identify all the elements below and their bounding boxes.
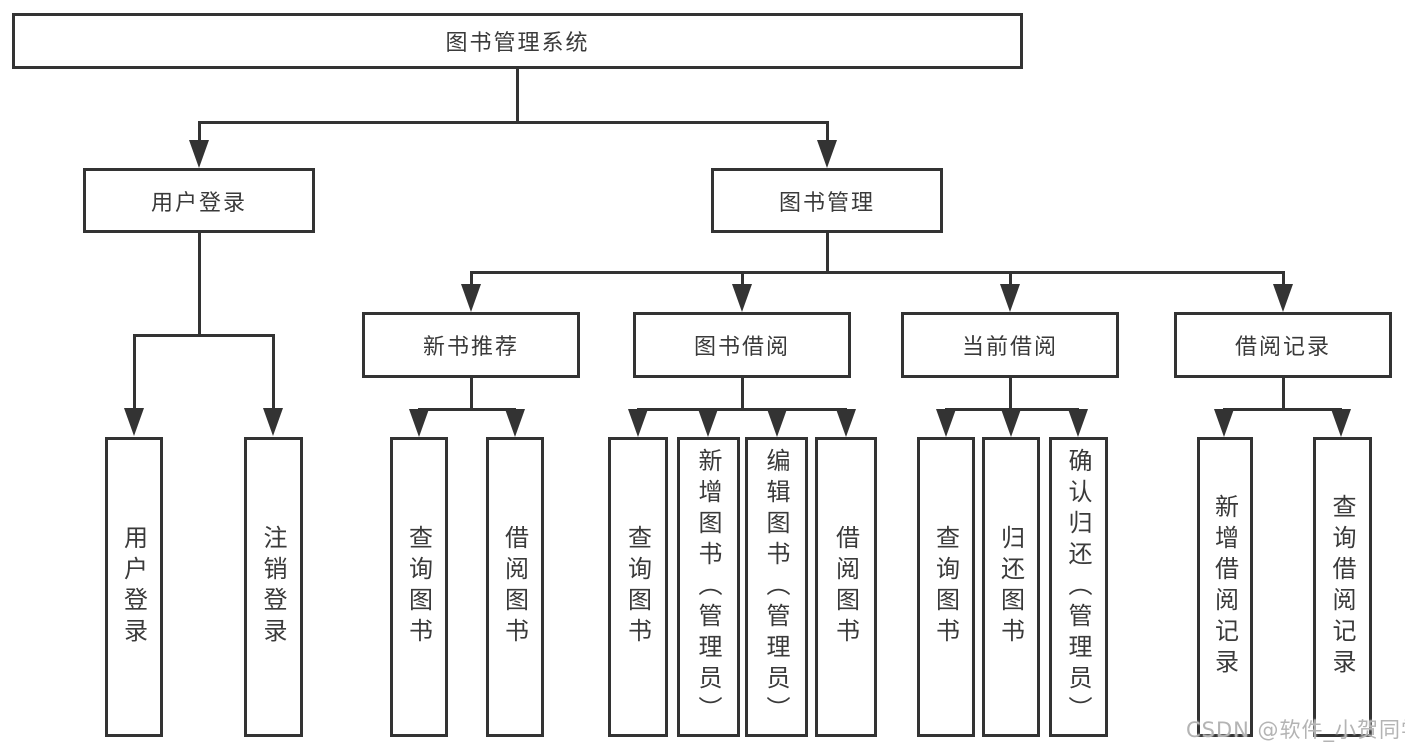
node-label: 借阅图书 bbox=[831, 525, 860, 649]
connector-line bbox=[198, 121, 828, 124]
node-label: 新增图书（管理员） bbox=[694, 447, 722, 727]
node-confirm-return-admin: 确认归还（管理员） bbox=[1049, 437, 1108, 737]
node-label: 查询借阅记录 bbox=[1328, 494, 1356, 680]
arrow-down-icon bbox=[628, 409, 648, 437]
node-label: 新增借阅记录 bbox=[1210, 494, 1239, 680]
node-return-book: 归还图书 bbox=[982, 437, 1040, 737]
node-edit-book-admin: 编辑图书（管理员） bbox=[745, 437, 808, 737]
node-label: 查询图书 bbox=[404, 525, 433, 649]
node-label: 图书管理系统 bbox=[445, 31, 590, 56]
connector-line bbox=[516, 69, 519, 122]
connector-line bbox=[470, 271, 473, 287]
node-label: 编辑图书（管理员） bbox=[762, 447, 790, 727]
watermark: CSDN @软件_小贺同学 bbox=[1186, 718, 1405, 742]
node-label: 借阅记录 bbox=[1234, 335, 1331, 360]
node-user-login-leaf: 用户登录 bbox=[105, 437, 163, 737]
node-label: 确认归还（管理员） bbox=[1064, 447, 1092, 727]
node-add-book-admin: 新增图书（管理员） bbox=[677, 437, 740, 737]
connector-line bbox=[826, 121, 829, 145]
connector-line bbox=[470, 378, 473, 410]
node-label: 归还图书 bbox=[996, 525, 1025, 649]
connector-line bbox=[1009, 271, 1012, 287]
node-label: 图书管理 bbox=[778, 190, 875, 216]
arrow-down-icon bbox=[189, 140, 209, 168]
node-new-book-recommend: 新书推荐 bbox=[362, 312, 580, 378]
node-rec-borrow-book: 借阅图书 bbox=[486, 437, 544, 737]
node-current-borrowing: 当前借阅 bbox=[901, 312, 1119, 378]
node-borrow-query-book: 查询图书 bbox=[608, 437, 668, 737]
node-label: 当前借阅 bbox=[961, 335, 1058, 360]
connector-line bbox=[1282, 271, 1285, 287]
node-borrowing-records: 借阅记录 bbox=[1174, 312, 1392, 378]
node-library-management-system: 图书管理系统 bbox=[12, 13, 1023, 69]
node-book-borrowing: 图书借阅 bbox=[633, 312, 851, 378]
arrow-down-icon bbox=[505, 409, 525, 437]
node-label: 查询图书 bbox=[931, 525, 960, 649]
connector-line bbox=[198, 121, 201, 145]
connector-line bbox=[1223, 408, 1342, 411]
arrow-down-icon bbox=[1331, 409, 1351, 437]
arrow-down-icon bbox=[836, 409, 856, 437]
arrow-down-icon bbox=[817, 140, 837, 168]
node-query-borrow-record: 查询借阅记录 bbox=[1313, 437, 1372, 737]
connector-line bbox=[133, 334, 274, 337]
node-label: 用户登录 bbox=[150, 190, 247, 216]
connector-line bbox=[741, 271, 744, 287]
arrow-down-icon bbox=[732, 284, 752, 312]
arrow-down-icon bbox=[936, 409, 956, 437]
connector-line bbox=[1009, 378, 1012, 410]
arrow-down-icon bbox=[461, 284, 481, 312]
connector-line bbox=[741, 378, 744, 410]
arrow-down-icon bbox=[124, 408, 144, 436]
node-label: 查询图书 bbox=[623, 525, 652, 649]
node-rec-query-book: 查询图书 bbox=[390, 437, 448, 737]
arrow-down-icon bbox=[263, 408, 283, 436]
connector-line bbox=[272, 334, 275, 411]
node-add-borrow-record: 新增借阅记录 bbox=[1197, 437, 1253, 737]
node-borrow-borrow-book: 借阅图书 bbox=[815, 437, 877, 737]
node-label: 图书借阅 bbox=[693, 335, 790, 360]
connector-line bbox=[1282, 378, 1285, 410]
connector-line bbox=[637, 408, 847, 411]
node-cur-query-book: 查询图书 bbox=[917, 437, 975, 737]
node-label: 借阅图书 bbox=[500, 525, 529, 649]
connector-line bbox=[826, 233, 829, 273]
connector-line bbox=[418, 408, 516, 411]
connector-line bbox=[198, 233, 201, 336]
arrow-down-icon bbox=[1273, 284, 1293, 312]
arrow-down-icon bbox=[698, 409, 718, 437]
node-user-login-branch: 用户登录 bbox=[83, 168, 315, 233]
node-book-management-branch: 图书管理 bbox=[711, 168, 943, 233]
node-label: 新书推荐 bbox=[422, 335, 519, 360]
node-label: 注销登录 bbox=[259, 525, 287, 649]
node-label: 用户登录 bbox=[119, 525, 148, 649]
arrow-down-icon bbox=[767, 409, 787, 437]
arrow-down-icon bbox=[1001, 409, 1021, 437]
node-logout: 注销登录 bbox=[244, 437, 303, 737]
connector-line bbox=[133, 334, 136, 411]
arrow-down-icon bbox=[1000, 284, 1020, 312]
arrow-down-icon bbox=[409, 409, 429, 437]
arrow-down-icon bbox=[1068, 409, 1088, 437]
arrow-down-icon bbox=[1214, 409, 1234, 437]
connector-line bbox=[470, 271, 1284, 274]
